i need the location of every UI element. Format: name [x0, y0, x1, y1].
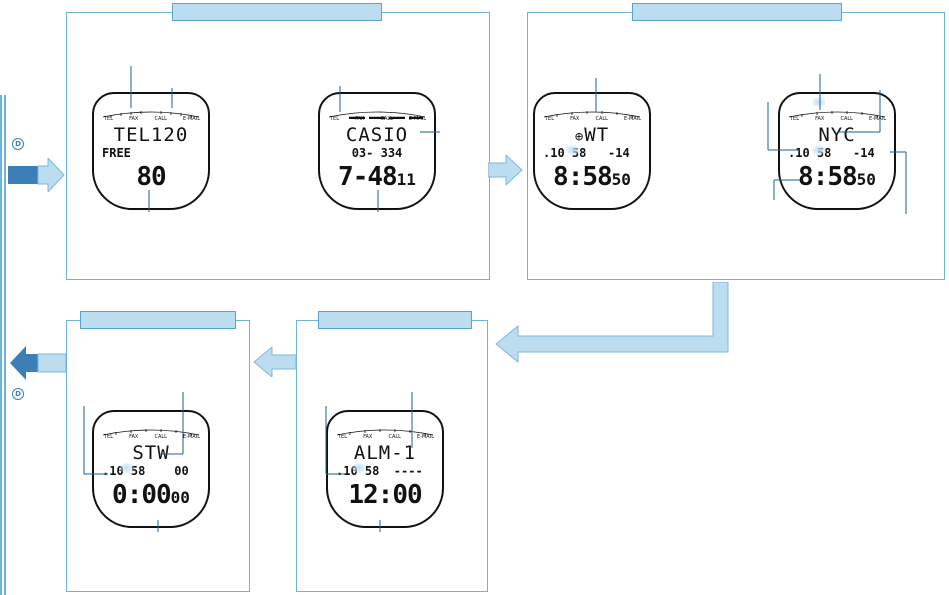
lcd-world-time: TEL FAX CALL E-MAIL ⊕WT .10 58 -14 8:5850 [533, 92, 651, 210]
scale-labels: TEL FAX CALL E-MAIL [545, 116, 641, 122]
scale-labels: TEL FAX CALL E-MAIL [330, 116, 426, 122]
scale-labels: TEL FAX CALL E-MAIL [104, 434, 200, 440]
line1: TEL120 [113, 124, 189, 146]
label-fax: FAX [355, 116, 365, 122]
label-fax: FAX [129, 116, 139, 122]
label-call: CALL [595, 116, 608, 122]
line3-main: 80 [136, 162, 166, 192]
label-call: CALL [840, 116, 853, 122]
label-email: E-MAIL [409, 116, 426, 122]
arrow-right-entry [8, 158, 65, 192]
scale-bar [786, 104, 888, 118]
tab-stopwatch [80, 311, 236, 329]
label-call: CALL [154, 116, 167, 122]
d-button-bottom-label: D [15, 390, 21, 398]
label-email: E-MAIL [869, 116, 886, 122]
scale-bar [334, 422, 436, 436]
line1: ⊕WT [535, 124, 649, 146]
scale-labels: TEL FAX CALL E-MAIL [790, 116, 886, 122]
line3-main: 12:00 [348, 480, 422, 510]
label-tel: TEL [330, 116, 339, 122]
scale-bar [326, 104, 428, 120]
line3: 0:0000 [94, 480, 208, 510]
globe-icon: ⊕ [574, 129, 585, 145]
d-button-top-label: D [15, 140, 21, 148]
arrow-left-exit [10, 346, 67, 380]
line3: 7-4811 [320, 162, 434, 192]
highlight-glow [566, 145, 580, 155]
label-call: CALL [388, 434, 401, 440]
d-button-top: D [12, 138, 24, 150]
label-call: CALL [154, 434, 167, 440]
scale-labels: TEL FAX CALL E-MAIL [338, 434, 434, 440]
label-call: CALL [380, 116, 393, 122]
line3-main: 8:58 [553, 162, 613, 192]
highlight-glow [120, 463, 134, 473]
scale-bar [100, 104, 202, 118]
highlight-glow [812, 145, 826, 155]
line1: STW [132, 442, 170, 464]
label-tel: TEL [545, 116, 554, 122]
arrow-panel1-to-panel2 [488, 155, 523, 185]
highlight-glow [812, 97, 826, 107]
tab-telememo [172, 3, 382, 21]
label-tel: TEL [790, 116, 799, 122]
scale-bar [100, 422, 202, 436]
label-email: E-MAIL [417, 434, 434, 440]
label-fax: FAX [815, 116, 825, 122]
label-fax: FAX [363, 434, 373, 440]
scale-bar [541, 104, 643, 118]
line3: 8:5850 [780, 162, 894, 192]
tab-world-time [632, 3, 842, 21]
arrow-panel2-to-panel3 [495, 282, 729, 364]
line2: 03- 334 [351, 146, 403, 160]
lcd-alarm: TEL FAX CALL E-MAIL ALM-1 .10 58 ---- 12:00 [326, 410, 444, 528]
line1: ALM-1 [353, 442, 417, 464]
left-mode-line [0, 95, 6, 595]
label-email: E-MAIL [183, 434, 200, 440]
line1-text: WT [584, 124, 610, 146]
line3: 8:5850 [535, 162, 649, 192]
d-button-bottom: D [12, 388, 24, 400]
line3-small: 50 [611, 170, 631, 189]
line3: 12:00 [328, 480, 442, 510]
line3-main: 0:00 [112, 480, 172, 510]
line3-main: 8:58 [798, 162, 858, 192]
line2: .10 58 -14 [543, 146, 630, 160]
label-tel: TEL [338, 434, 347, 440]
label-fax: FAX [129, 434, 139, 440]
line3-small: 50 [856, 170, 876, 189]
highlight-glow [352, 463, 366, 473]
line3-main: 7-48 [338, 162, 398, 192]
label-email: E-MAIL [624, 116, 641, 122]
line2: FREE [102, 146, 131, 160]
arrow-panel3-to-panel4 [253, 347, 297, 377]
line3-small: 00 [170, 488, 190, 507]
line1: NYC [818, 124, 856, 146]
line3-small: 11 [396, 170, 416, 189]
label-email: E-MAIL [183, 116, 200, 122]
label-tel: TEL [104, 434, 113, 440]
tab-alarm [318, 311, 472, 329]
label-fax: FAX [570, 116, 580, 122]
lcd-data: TEL FAX CALL E-MAIL CASIO 03- 334 7-4811 [318, 92, 436, 210]
line2: .10 58 ---- [336, 464, 423, 478]
line3: 80 [94, 162, 208, 192]
label-tel: TEL [104, 116, 113, 122]
line1: CASIO [345, 124, 409, 146]
lcd-telememo: TEL FAX CALL E-MAIL TEL120 FREE 80 [92, 92, 210, 210]
scale-labels: TEL FAX CALL E-MAIL [104, 116, 200, 122]
